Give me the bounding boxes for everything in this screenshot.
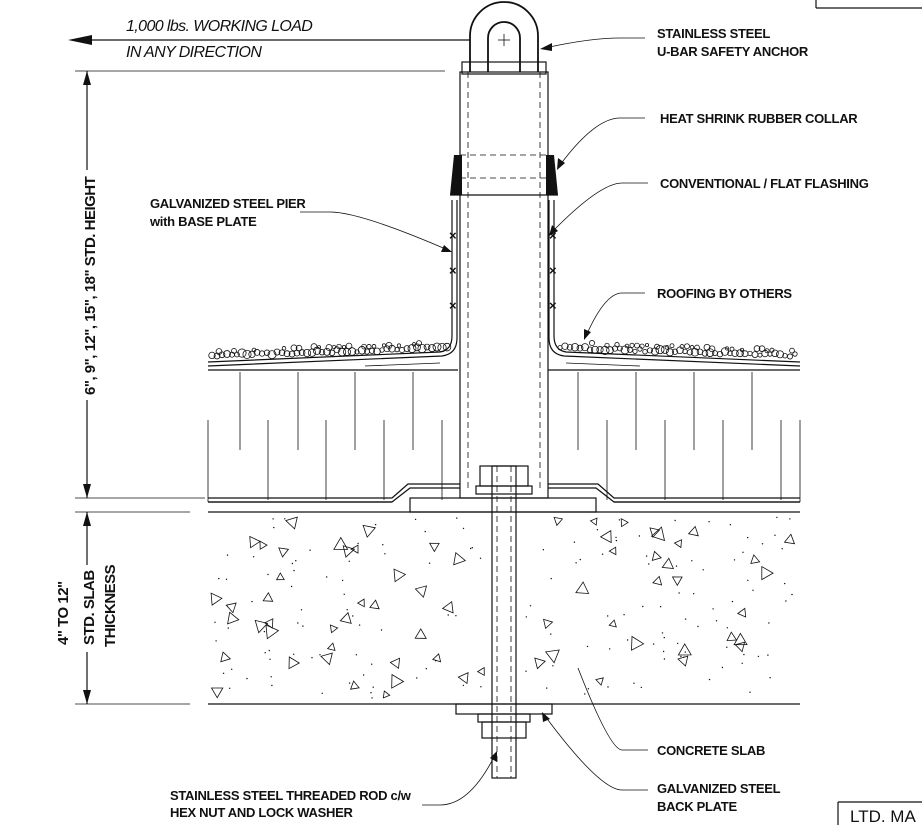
svg-text:×: × [549,263,557,278]
rod-label-line2: HEX NUT AND LOCK WASHER [170,805,353,820]
roofing-gravel [208,340,798,360]
u-bar-anchor [461,1,547,75]
collar-label: HEAT SHRINK RUBBER COLLAR [660,111,858,126]
slab-dimension-line3: THICKNESS [102,564,119,647]
base-plate [208,483,800,513]
slab-dimension-line2: STD. SLAB [81,570,98,645]
galvanized-steel-pier [459,71,549,499]
title-block-text: LTD. MA [850,807,916,825]
svg-text:×: × [549,228,557,243]
load-arrow [68,35,470,45]
slab-dimension [75,511,190,705]
concrete-slab [208,511,800,705]
top-hex-nut [475,465,533,495]
pier-label-line1: GALVANIZED STEEL PIER [150,196,306,211]
roofing-label: ROOFING BY OTHERS [657,286,792,301]
slab-dimension-line1: 4" TO 12" [55,581,72,645]
svg-text:×: × [449,263,457,278]
anchor-label-line1: STAINLESS STEEL [657,26,770,41]
svg-text:×: × [449,298,457,313]
backplate-label-line1: GALVANIZED STEEL [657,781,781,796]
backplate-label-line2: BACK PLATE [657,799,737,814]
anchor-label-line2: U-BAR SAFETY ANCHOR [657,44,809,59]
roofing-membrane [207,200,801,367]
load-note-line1: 1,000 lbs. WORKING LOAD [126,18,313,35]
bottom-hex-nut [477,713,531,739]
back-plate [455,703,553,715]
leader-lines [300,37,648,806]
heat-shrink-collar [450,155,558,196]
concrete-label: CONCRETE SLAB [657,743,765,758]
concrete-aggregate-pattern [210,516,796,699]
svg-text:×: × [549,298,557,313]
title-block-frame [815,0,922,825]
height-dimension-text: 6", 9", 12", 15", 18" STD. HEIGHT [82,176,99,395]
height-dimension [75,70,445,499]
rod-label-line1: STAINLESS STEEL THREADED ROD c/w [170,788,412,803]
load-note-line2: IN ANY DIRECTION [126,44,262,61]
threaded-rod [491,465,517,779]
svg-text:×: × [449,228,457,243]
flashing-label: CONVENTIONAL / FLAT FLASHING [660,176,869,191]
pier-label-line2: with BASE PLATE [149,214,257,229]
roof-insulation [207,369,801,503]
